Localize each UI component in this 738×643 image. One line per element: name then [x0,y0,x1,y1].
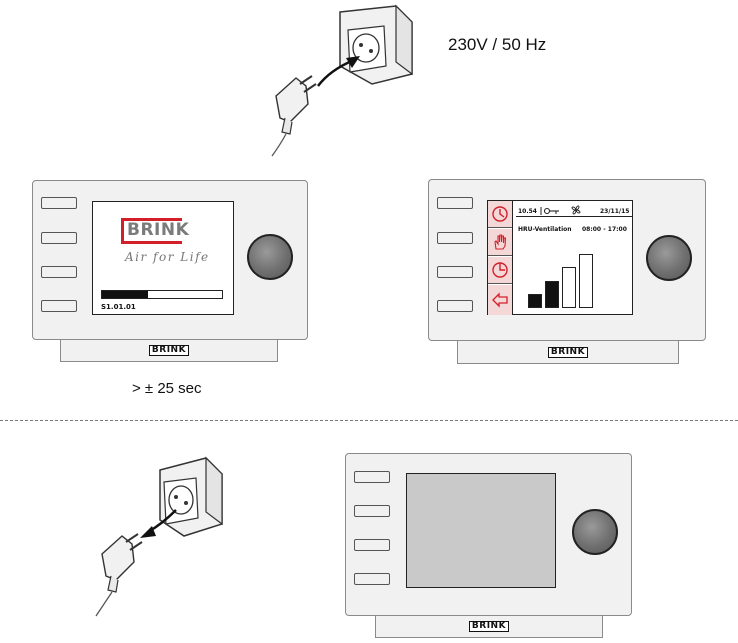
menu-button-2[interactable] [41,232,77,244]
control-knob[interactable] [572,509,618,555]
menu-button-1[interactable] [437,197,473,209]
controller-base: BRINK [457,341,679,364]
boot-progress-bar [101,290,223,299]
back-arrow-icon[interactable] [488,285,512,315]
hand-manual-icon[interactable] [488,229,512,256]
fan-level-bar [562,267,576,308]
firmware-version: S1.01.01 [101,303,136,311]
menu-button-4[interactable] [437,300,473,312]
base-brand-label: BRINK [148,345,190,356]
controller-base: BRINK [60,340,278,362]
boot-duration-label: > ± 25 sec [132,380,202,397]
menu-button-1[interactable] [41,197,77,209]
control-knob[interactable] [646,235,692,281]
menu-button-1[interactable] [354,471,390,483]
supply-voltage-label: 230V / 50 Hz [448,35,547,54]
controller-base: BRINK [375,616,603,638]
timer-icon[interactable] [488,257,512,284]
fan-level-bar [579,254,593,308]
brand-tagline: Air for Life [125,250,210,264]
controller-panel-off [345,453,632,616]
menu-button-3[interactable] [354,539,390,551]
base-brand-label: BRINK [468,621,510,632]
remove-arrow-icon [140,509,177,538]
clock-schedule-icon[interactable] [488,201,512,228]
brand-logo-frame [121,218,182,244]
display-screen: BRINK Air for Life S1.01.01 [92,201,234,315]
controller-panel-boot: BRINK Air for Life S1.01.01 [32,180,308,340]
mode-label: HRU-Ventilation [518,226,572,233]
boot-progress-fill [102,291,148,298]
key-icon [540,207,559,215]
menu-button-2[interactable] [437,232,473,244]
power-plug-icon [271,75,317,157]
section-divider [0,420,738,421]
power-plug-icon [95,533,143,617]
control-knob[interactable] [247,234,293,280]
fan-icon [571,205,581,215]
menu-button-2[interactable] [354,505,390,517]
brand-logo-text: BRINK [127,220,190,240]
insert-arrow-icon [317,56,360,87]
status-divider [516,216,632,217]
base-brand-label: BRINK [547,346,589,358]
menu-button-4[interactable] [41,300,77,312]
wall-socket-icon [339,4,413,85]
wall-socket-icon [159,456,223,537]
fan-level-bar [545,281,559,308]
date: 23/11/15 [600,208,630,215]
menu-button-4[interactable] [354,573,390,585]
screen-menu-column [488,201,513,315]
controller-panel-home: 10.54 23/11/15 HRU-Ventilation 08:00 - 1… [428,179,706,341]
fan-level-bar [528,294,542,308]
schedule-time: 08:00 - 17:00 [582,226,627,233]
clock-time: 10.54 [518,208,537,215]
display-screen-off [406,473,556,588]
display-screen: 10.54 23/11/15 HRU-Ventilation 08:00 - 1… [487,200,633,315]
menu-button-3[interactable] [437,266,473,278]
menu-button-3[interactable] [41,266,77,278]
fan-level-indicator [528,246,598,316]
